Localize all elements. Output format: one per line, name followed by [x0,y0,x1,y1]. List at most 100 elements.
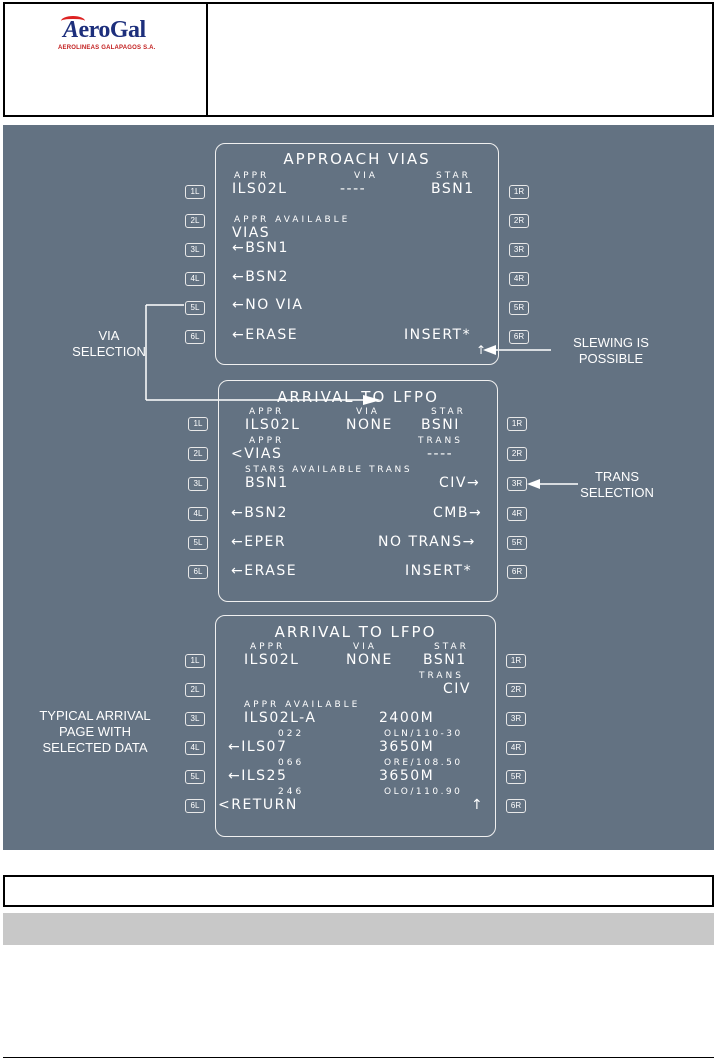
lsk-4l[interactable]: 4L [188,507,208,521]
runway-length-3: 3650M [379,768,435,784]
star-label: STAR [434,642,469,652]
navaid-1: OLN/110-30 [384,729,463,739]
arrival-typical-page: ARRIVAL TO LFPO APPR VIA STAR ILS02L NON… [215,615,496,837]
appr-value: ILS02L [244,652,300,668]
lsk-2r[interactable]: 2R [506,683,526,697]
trans-option-cmb[interactable]: CMB→ [433,505,483,521]
via-label: VIA [353,642,377,652]
erase-option[interactable]: ←ERASE [232,327,299,343]
star-value: BSNI [421,417,460,433]
appr-label: APPR [234,171,270,181]
typical-arrival-callout: TYPICAL ARRIVAL PAGE WITH SELECTED DATA [39,708,151,755]
company-logo-subtitle: AEROLINEAS GALAPAGOS S.A. [58,45,156,51]
lsk-3l[interactable]: 3L [188,477,208,491]
diagram-arrows [145,304,578,489]
lsk-2l[interactable]: 2L [185,214,205,228]
lsk-5l[interactable]: 5L [185,770,205,784]
lsk-3r[interactable]: 3R [506,712,526,726]
via-selection-callout: VIA SELECTION [72,328,146,359]
stars-available-label: STARS AVAILABLE TRANS [245,465,413,475]
lsk-1l[interactable]: 1L [185,185,205,199]
appr-option-ils02l-a[interactable]: ILS02L-A [244,710,317,726]
course-2: 066 [278,758,305,768]
lsk-5r[interactable]: 5R [506,770,526,784]
section-grey-bar [3,913,714,945]
page-title: ARRIVAL TO LFPO [277,388,439,406]
company-logo-cell: AeroGal AEROLINEAS GALAPAGOS S.A. [5,4,208,115]
appr-label: APPR [249,407,285,417]
appr-option-ils07[interactable]: ←ILS07 [228,739,288,755]
header-blank-cell [208,4,712,115]
lsk-6l[interactable]: 6L [185,799,205,813]
lsk-2r[interactable]: 2R [507,447,527,461]
lsk-3r[interactable]: 3R [509,243,529,257]
lsk-6r[interactable]: 6R [506,799,526,813]
logo-swoosh-icon [61,16,85,26]
lsk-4r[interactable]: 4R [509,272,529,286]
lsk-5l[interactable]: 5L [188,536,208,550]
lsk-5r[interactable]: 5R [509,301,529,315]
lsk-1l[interactable]: 1L [185,654,205,668]
lsk-6r[interactable]: 6R [507,565,527,579]
via-value: NONE [346,417,393,433]
lsk-6r[interactable]: 6R [509,330,529,344]
appr-label-2: APPR [249,436,285,446]
lsk-1r[interactable]: 1R [509,185,529,199]
appr-value: ILS02L [232,181,288,197]
lsk-6l[interactable]: 6L [185,330,205,344]
appr-available-label: APPR AVAILABLE [234,215,351,225]
runway-length-2: 3650M [379,739,435,755]
star-value: BSN1 [423,652,467,668]
return-link[interactable]: <RETURN [218,797,298,813]
navaid-2: ORE/108.50 [384,758,463,768]
lsk-4r[interactable]: 4R [507,507,527,521]
trans-option-no-trans[interactable]: NO TRANS→ [378,534,476,550]
lsk-1r[interactable]: 1R [507,417,527,431]
star-option-bsn1[interactable]: BSN1 [245,475,289,491]
lsk-3l[interactable]: 3L [185,712,205,726]
lsk-4r[interactable]: 4R [506,741,526,755]
lsk-4l[interactable]: 4L [185,741,205,755]
trans-option-civ[interactable]: CIV→ [439,475,481,491]
runway-length-1: 2400M [379,710,435,726]
appr-available-label: APPR AVAILABLE [244,700,361,710]
trans-selection-callout: TRANS SELECTION [580,469,654,500]
star-option-eper[interactable]: ←EPER [231,534,287,550]
star-option-bsn2[interactable]: ←BSN2 [231,505,288,521]
lsk-3l[interactable]: 3L [185,243,205,257]
insert-option[interactable]: INSERT* [404,327,472,343]
lsk-2l[interactable]: 2L [185,683,205,697]
via-option-bsn2[interactable]: ←BSN2 [232,269,289,285]
course-1: 022 [278,729,305,739]
vias-link[interactable]: <VIAS [231,446,283,462]
lsk-1l[interactable]: 1L [188,417,208,431]
scroll-up-arrow-icon[interactable]: ↑ [471,797,485,813]
lsk-2l[interactable]: 2L [188,447,208,461]
lsk-3r[interactable]: 3R [507,477,527,491]
trans-label: TRANS [418,436,463,446]
insert-option[interactable]: INSERT* [405,563,473,579]
vias-heading: VIAS [232,225,271,241]
lsk-5l[interactable]: 5L [185,301,205,315]
lsk-4l[interactable]: 4L [185,272,205,286]
lsk-2r[interactable]: 2R [509,214,529,228]
lsk-6l[interactable]: 6L [188,565,208,579]
lsk-5r[interactable]: 5R [507,536,527,550]
footer-divider [3,1057,714,1058]
appr-option-ils25[interactable]: ←ILS25 [228,768,288,784]
appr-value: ILS02L [245,417,301,433]
mcdu-diagram: APPROACH VIAS APPR VIA STAR ILS02L ---- … [3,125,714,850]
via-label: VIA [354,171,378,181]
star-label: STAR [431,407,466,417]
trans-label: TRANS [419,671,464,681]
via-label: VIA [356,407,380,417]
slew-arrow-icon: ↑ [476,343,488,357]
via-option-no-via[interactable]: ←NO VIA [232,297,304,313]
lsk-1r[interactable]: 1R [506,654,526,668]
company-logo: AeroGal [63,17,146,43]
page-title: APPROACH VIAS [283,150,431,168]
navaid-3: OLO/110.90 [384,787,463,797]
star-label: STAR [436,171,471,181]
via-option-bsn1[interactable]: ←BSN1 [232,240,289,256]
erase-option[interactable]: ←ERASE [231,563,298,579]
